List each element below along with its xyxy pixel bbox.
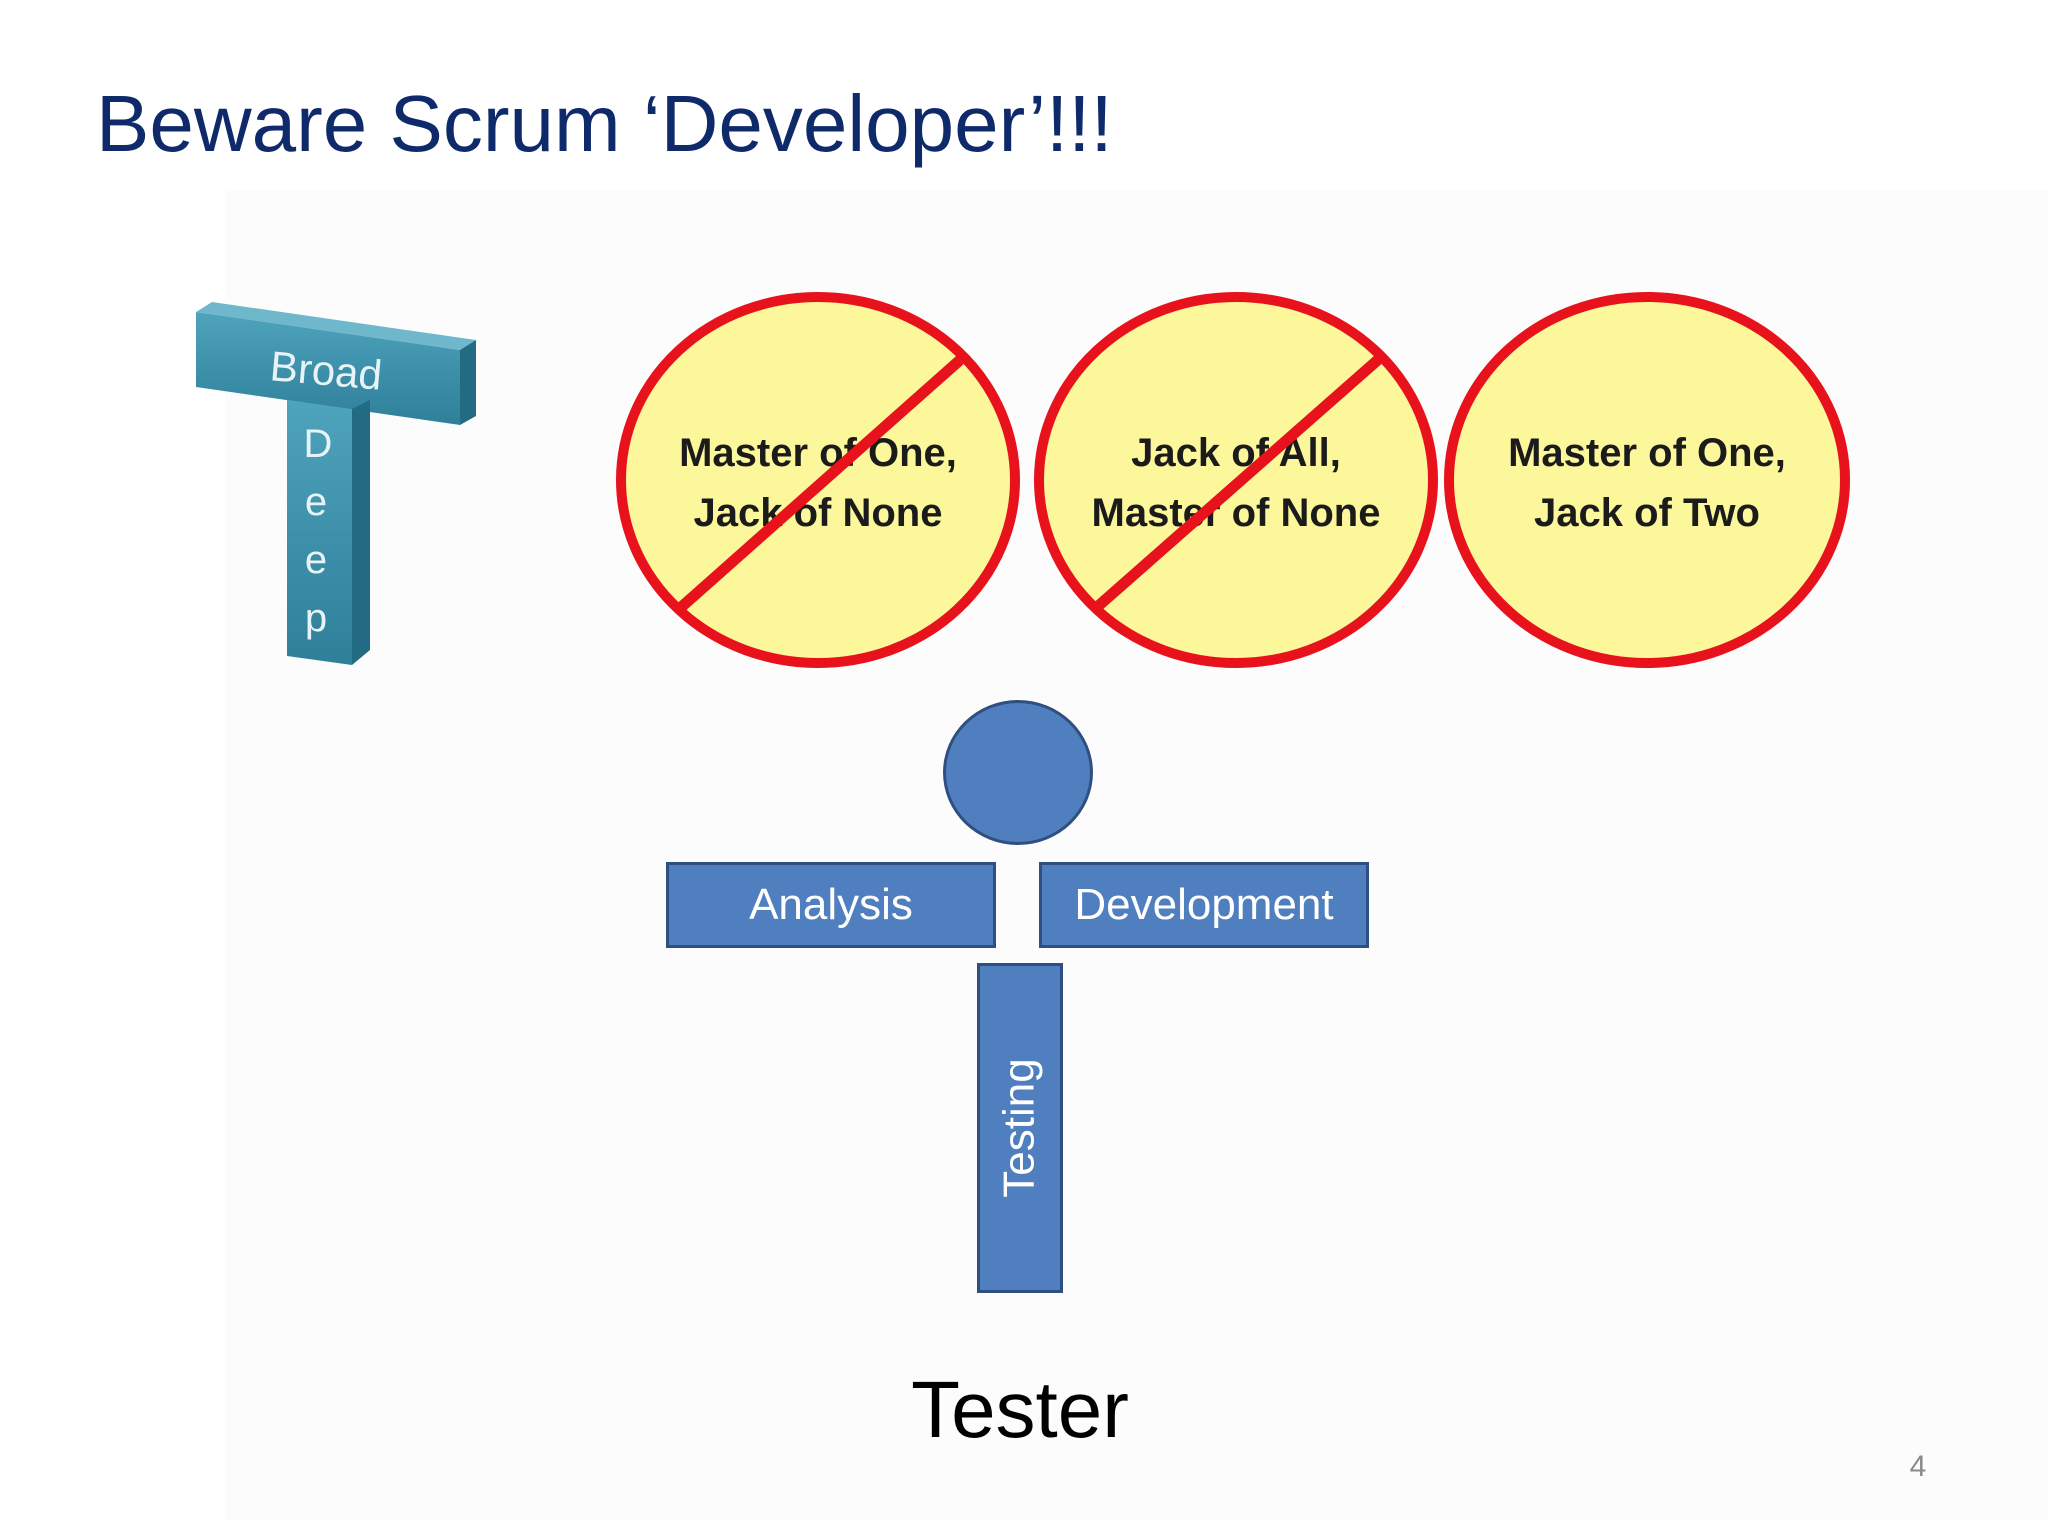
circle-line2: Jack of Two — [1534, 491, 1760, 535]
analysis-box: Analysis — [666, 862, 996, 948]
circle-line1: Jack of All, — [1131, 431, 1341, 475]
testing-box: Testing — [977, 963, 1063, 1293]
t-broad-label: Broad — [268, 342, 384, 399]
analysis-label: Analysis — [749, 880, 913, 929]
circle-jack-all-master-none: Jack of All, Master of None — [1034, 292, 1438, 668]
circle-line1: Master of One, — [679, 431, 957, 475]
figure-head — [943, 700, 1093, 845]
t-deep-letter: e — [305, 480, 327, 524]
t-stem-front — [287, 400, 352, 665]
development-box: Development — [1039, 862, 1369, 948]
t-stem-side — [352, 400, 370, 665]
strike-through-line — [1092, 353, 1384, 613]
t-deep-letter: D — [304, 422, 333, 466]
circle-master-one-jack-none: Master of One, Jack of None — [616, 292, 1020, 668]
circle-shape — [1444, 292, 1850, 668]
circle-line2: Master of None — [1092, 491, 1381, 535]
t-bar-front — [196, 312, 460, 425]
development-label: Development — [1074, 880, 1334, 929]
testing-label: Testing — [995, 1058, 1045, 1198]
slide-title: Beware Scrum ‘Developer’!!! — [96, 79, 1113, 168]
t-deep-letter: p — [305, 596, 327, 640]
tester-caption: Tester — [911, 1365, 1129, 1454]
t-deep-letter: e — [305, 538, 327, 582]
strike-through-line — [674, 355, 964, 615]
t-bar-side — [460, 340, 476, 425]
t-shape: Broad D e e p — [196, 302, 476, 665]
t-top-face — [196, 302, 476, 350]
circle-master-one-jack-two: Master of One, Jack of Two — [1444, 292, 1850, 668]
circle-line2: Jack of None — [694, 491, 943, 535]
page-number: 4 — [1909, 1450, 1927, 1483]
circle-line1: Master of One, — [1508, 431, 1786, 475]
